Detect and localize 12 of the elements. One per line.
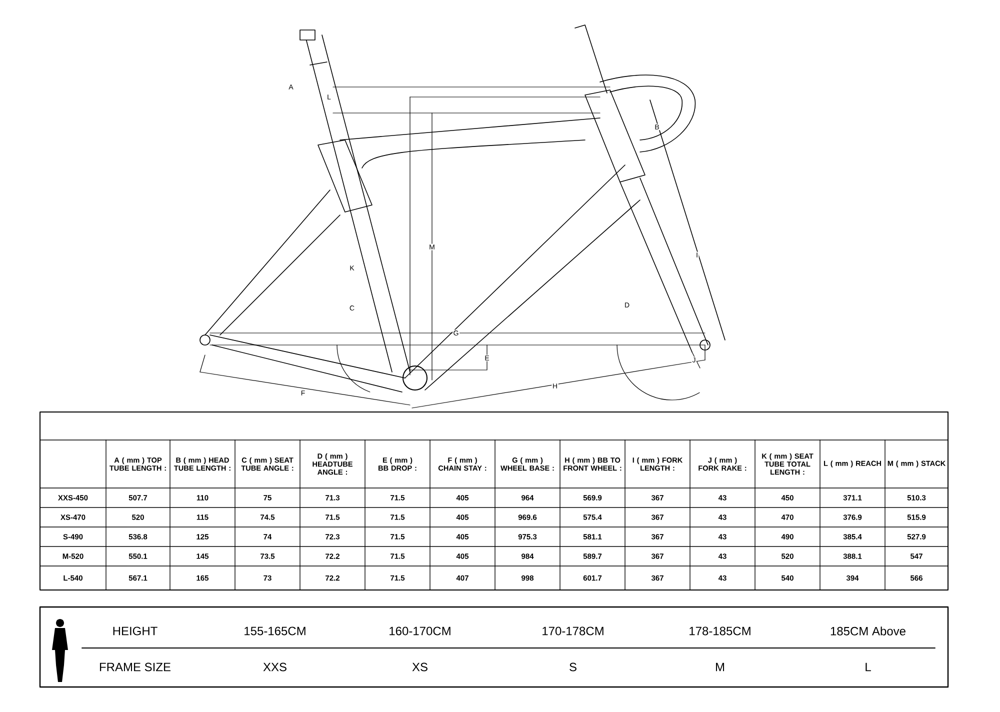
size-value: XXS: [263, 662, 286, 672]
size-value: 155-165CM: [244, 626, 306, 636]
size-value: XS: [412, 662, 428, 672]
size-value: 185CM Above: [830, 626, 906, 636]
size-value: L: [866, 662, 871, 672]
size-value: 178-185CM: [690, 626, 750, 636]
size-value: 160-170CM: [390, 626, 450, 636]
row-heading: FRAME SIZE: [100, 662, 170, 672]
size-value: S: [570, 662, 576, 672]
size-value: 170-178CM: [542, 626, 604, 636]
row-heading: HEIGHT: [113, 626, 158, 636]
size-value: M: [716, 662, 724, 672]
